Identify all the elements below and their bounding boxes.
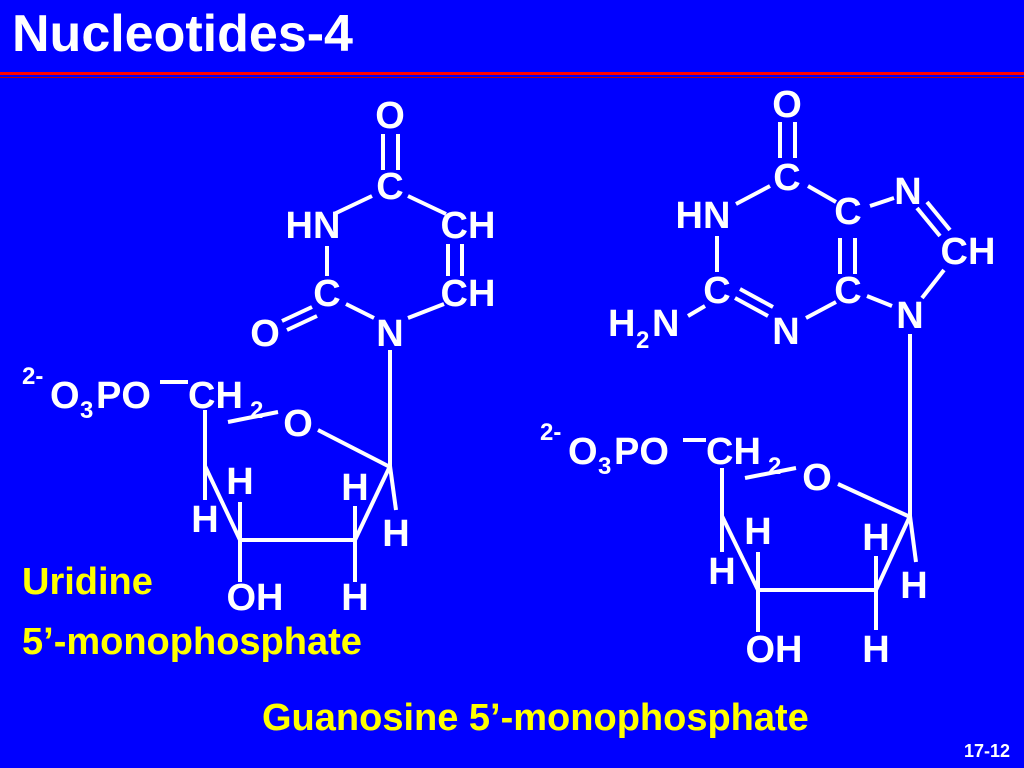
slide-title: Nucleotides-4 [12,5,353,63]
guanosine-h2: H [900,565,927,607]
guanosine-carbon-6: C [773,157,800,199]
guanosine-oh: OH [746,629,803,671]
uridine-structure: O C HN CH C CH O N 2- O 3 PO CH 2 O H H … [22,95,495,619]
title-rule-thin [0,77,1024,78]
guanosine-phosphate-po: PO [614,431,669,473]
guanosine-caption: Guanosine 5’-monophosphate [262,697,809,739]
uridine-h1: H [341,467,368,509]
uridine-carbonyl-oxygen-left: O [250,313,280,355]
guanosine-structure: O C HN C N CH C C N N H 2 N 2- O 3 PO CH… [540,84,995,671]
slide-number: 17-12 [963,741,1010,761]
guanosine-amino-hydrogen: H [608,303,635,345]
title-rule [0,72,1024,75]
guanosine-ch2: CH [706,431,761,473]
uridine-bonds [160,134,464,582]
guanosine-carbon-8: CH [941,231,996,273]
uridine-phosphate-charge: 2- [22,363,43,390]
uridine-carbon-5: CH [441,205,496,247]
guanosine-phosphate-oxygen-subscript: 3 [598,453,611,480]
guanosine-carbon-2: C [703,270,730,312]
uridine-ring-oxygen: O [283,403,313,445]
guanosine-amino-subscript: 2 [636,327,649,354]
guanosine-h3: H [708,551,735,593]
uridine-h4: H [226,461,253,503]
uridine-h3: H [191,499,218,541]
guanosine-amino-nitrogen: N [652,303,679,345]
uridine-carbon-4: C [376,166,403,208]
uridine-nitrogen-1: N [376,313,403,355]
guanosine-carbon-4: C [834,270,861,312]
guanosine-carbonyl-oxygen: O [772,84,802,126]
guanosine-nitrogen-7: N [894,171,921,213]
uridine-ch2: CH [188,375,243,417]
guanosine-phosphate-charge: 2- [540,419,561,446]
uridine-phosphate-oxygen: O [50,375,80,417]
uridine-carbonyl-oxygen-top: O [375,95,405,137]
guanosine-ring-oxygen: O [802,457,832,499]
guanosine-carbon-5: C [834,191,861,233]
uridine-h2: H [382,513,409,555]
guanosine-nitrogen-3: N [772,311,799,353]
uridine-phosphate-oxygen-subscript: 3 [80,397,93,424]
guanosine-n1-hn: HN [676,195,731,237]
uridine-caption-line2: 5’-monophosphate [22,621,362,663]
guanosine-ch2-subscript: 2 [768,453,781,480]
uridine-phosphate-po: PO [96,375,151,417]
uridine-oh: OH [227,577,284,619]
guanosine-h4: H [744,511,771,553]
guanosine-h2-lower: H [862,629,889,671]
uridine-caption-line1: Uridine [22,561,153,603]
guanosine-h1: H [862,517,889,559]
uridine-carbon-2: C [313,273,340,315]
uridine-n3-hn: HN [286,205,341,247]
uridine-ch2-subscript: 2 [250,397,263,424]
uridine-carbon-6: CH [441,273,496,315]
uridine-h2-lower: H [341,577,368,619]
guanosine-nitrogen-9: N [896,295,923,337]
guanosine-bonds [683,122,952,632]
guanosine-phosphate-oxygen: O [568,431,598,473]
